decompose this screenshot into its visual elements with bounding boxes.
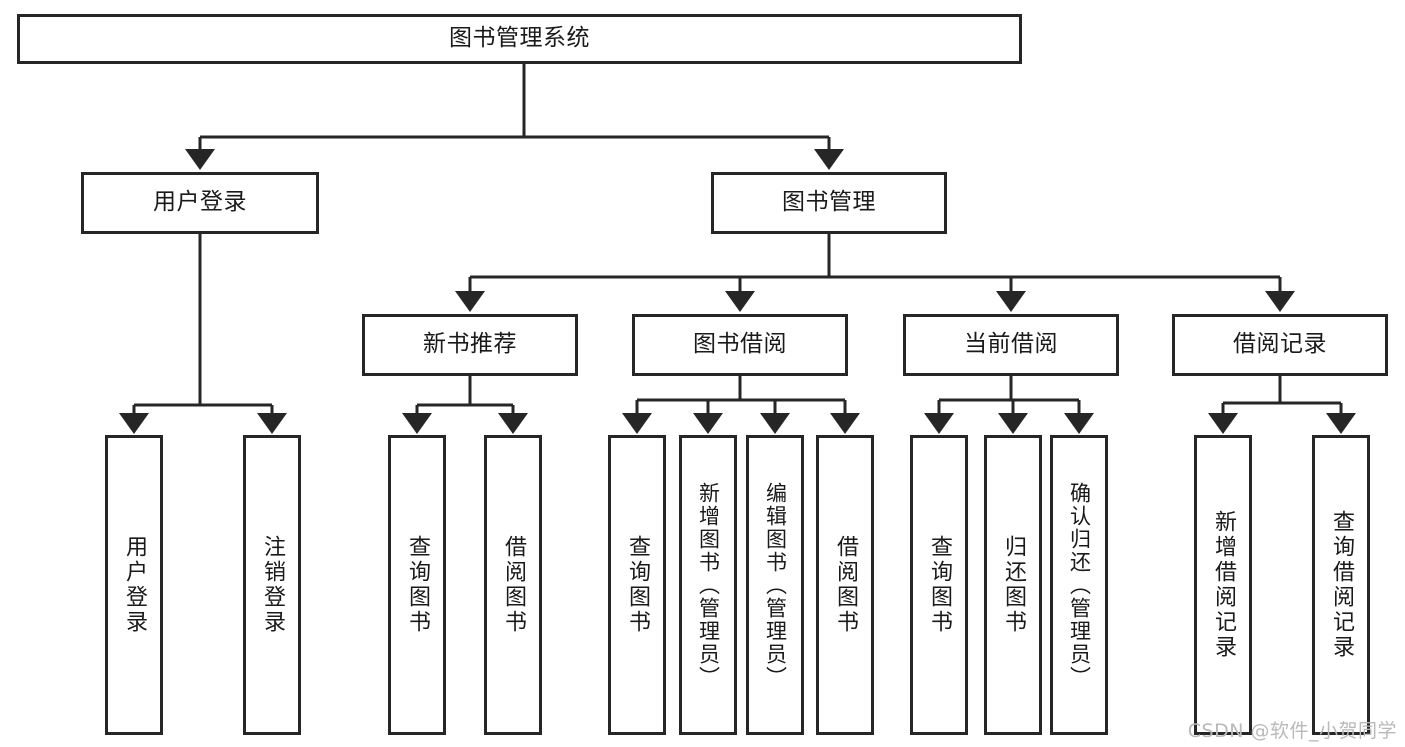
leaf-query-book-1-label: 查询图书 (405, 535, 430, 635)
watermark-text: CSDN @软件_小贺同学 (1187, 720, 1397, 742)
leaf-add-record-label: 新增借阅记录 (1211, 510, 1236, 660)
leaf-query-book-3-label: 查询图书 (927, 535, 952, 635)
node-borrow-record[interactable]: 借阅记录 (1172, 314, 1388, 376)
leaf-borrow-book-1[interactable]: 借阅图书 (484, 435, 542, 735)
leaf-query-book-2-label: 查询图书 (625, 535, 650, 635)
node-root-label: 图书管理系统 (449, 25, 590, 52)
node-user-login[interactable]: 用户登录 (81, 172, 319, 234)
node-user-login-label: 用户登录 (153, 189, 247, 216)
leaf-query-book-3[interactable]: 查询图书 (910, 435, 968, 735)
node-root[interactable]: 图书管理系统 (17, 14, 1022, 64)
leaf-logout-label: 注销登录 (260, 535, 285, 635)
leaf-return-book[interactable]: 归还图书 (984, 435, 1042, 735)
leaf-edit-book-label: 编辑图书（管理员） (763, 481, 788, 689)
node-current-borrow[interactable]: 当前借阅 (903, 314, 1119, 376)
leaf-borrow-book-2-label: 借阅图书 (833, 535, 858, 635)
leaf-return-book-label: 归还图书 (1001, 535, 1026, 635)
node-book-borrow[interactable]: 图书借阅 (632, 314, 848, 376)
leaf-user-login-label: 用户登录 (122, 535, 147, 635)
node-book-manage[interactable]: 图书管理 (711, 172, 947, 234)
leaf-user-login[interactable]: 用户登录 (105, 435, 163, 735)
node-new-book-rec-label: 新书推荐 (423, 331, 517, 358)
leaf-add-record[interactable]: 新增借阅记录 (1194, 435, 1252, 735)
leaf-confirm-return[interactable]: 确认归还（管理员） (1050, 435, 1108, 735)
node-borrow-record-label: 借阅记录 (1233, 331, 1327, 358)
node-book-borrow-label: 图书借阅 (693, 331, 787, 358)
leaf-logout[interactable]: 注销登录 (243, 435, 301, 735)
leaf-edit-book[interactable]: 编辑图书（管理员） (746, 435, 804, 735)
node-current-borrow-label: 当前借阅 (964, 331, 1058, 358)
leaf-query-record[interactable]: 查询借阅记录 (1312, 435, 1370, 735)
node-book-manage-label: 图书管理 (782, 189, 876, 216)
node-new-book-rec[interactable]: 新书推荐 (362, 314, 578, 376)
leaf-add-book-label: 新增图书（管理员） (696, 481, 721, 689)
leaf-query-book-1[interactable]: 查询图书 (388, 435, 446, 735)
leaf-confirm-return-label: 确认归还（管理员） (1067, 481, 1092, 689)
leaf-borrow-book-1-label: 借阅图书 (501, 535, 526, 635)
leaf-borrow-book-2[interactable]: 借阅图书 (816, 435, 874, 735)
leaf-query-record-label: 查询借阅记录 (1329, 510, 1354, 660)
leaf-add-book[interactable]: 新增图书（管理员） (679, 435, 737, 735)
leaf-query-book-2[interactable]: 查询图书 (608, 435, 666, 735)
